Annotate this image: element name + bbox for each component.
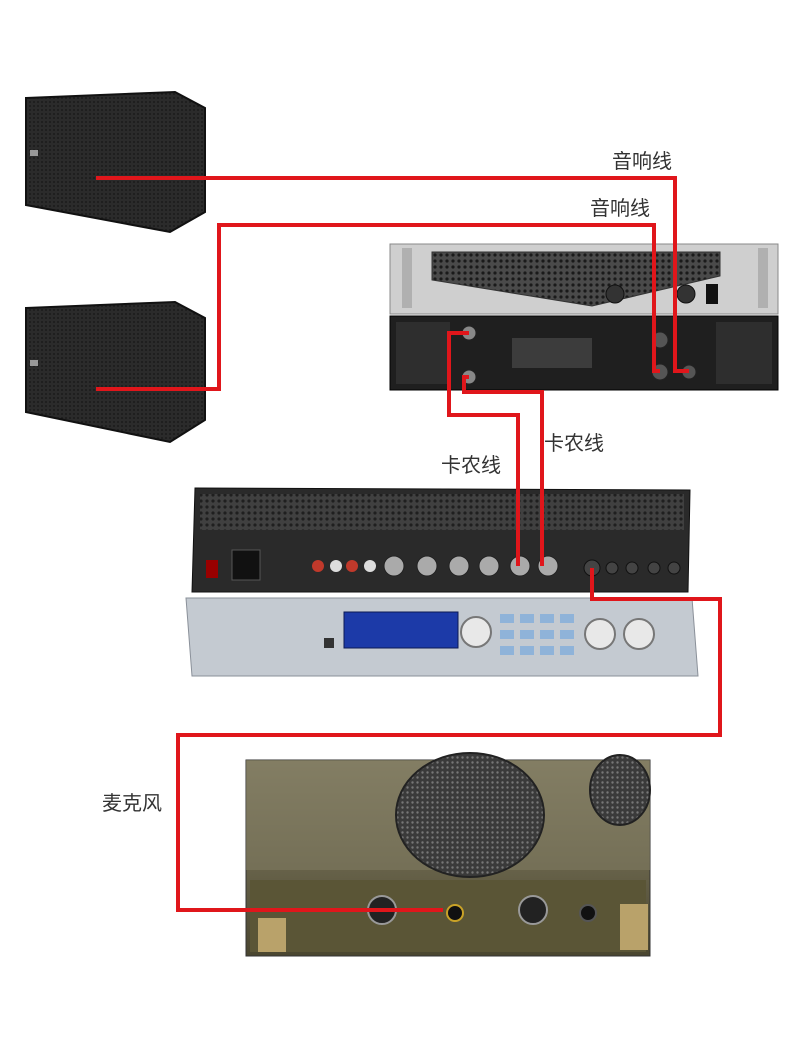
power-socket-icon (231, 549, 261, 581)
mic-cable (176, 568, 722, 912)
jack-icon (625, 561, 639, 575)
label-speaker-cable-bottom: 音响线 (590, 196, 650, 220)
speaker-bottom (25, 300, 206, 444)
jack-icon (605, 561, 619, 575)
power-amplifier (389, 243, 779, 391)
power-switch-icon (206, 560, 218, 578)
receiver-jack-icon (579, 904, 597, 922)
rca-jack-icon (312, 560, 324, 572)
lcd-display (343, 611, 459, 649)
cables (96, 176, 722, 912)
label-speaker-cable-top: 音响线 (612, 149, 672, 173)
label-xlr-cable-left: 卡农线 (441, 453, 501, 477)
amp-back-panel-label (512, 338, 592, 368)
speaker-top (25, 90, 206, 234)
rca-jack-icon (364, 560, 376, 572)
amp-power-switch-icon (706, 284, 718, 304)
receiver-xlr-output-icon (518, 895, 548, 925)
jack-icon (667, 561, 681, 575)
microphone-receiver (245, 752, 651, 957)
antenna-connector-icon (620, 904, 648, 950)
processor-knob-icon (623, 618, 655, 650)
xlr-output-icon (416, 555, 438, 577)
microphone-head-icon (395, 752, 545, 878)
xlr-cable-outer (447, 331, 520, 566)
xlr-output-icon (478, 555, 500, 577)
microphone-head-icon (589, 754, 651, 826)
speaker-logo-icon (30, 150, 38, 156)
amp-volume-knob-icon (605, 284, 625, 304)
speaker-cable-top (96, 176, 689, 373)
xlr-cable-inner (462, 375, 544, 566)
processor-knob-icon (460, 616, 492, 648)
processor-button-grid (500, 614, 574, 655)
rca-jack-icon (346, 560, 358, 572)
processor-back-panel (191, 487, 691, 593)
xlr-output-icon (448, 555, 470, 577)
amp-volume-knob-icon (676, 284, 696, 304)
speaker-cable-bottom (96, 223, 660, 391)
xlr-output-icon (383, 555, 405, 577)
processor-knob-icon (584, 618, 616, 650)
jack-icon (647, 561, 661, 575)
speaker-logo-icon (30, 360, 38, 366)
receiver-jack-icon (446, 904, 464, 922)
usb-port-icon (324, 638, 334, 648)
rca-jack-icon (330, 560, 342, 572)
label-microphone: 麦克风 (102, 791, 162, 815)
processor-front-panel (185, 597, 699, 677)
label-xlr-cable-right: 卡农线 (544, 431, 604, 455)
antenna-connector-icon (258, 918, 286, 952)
